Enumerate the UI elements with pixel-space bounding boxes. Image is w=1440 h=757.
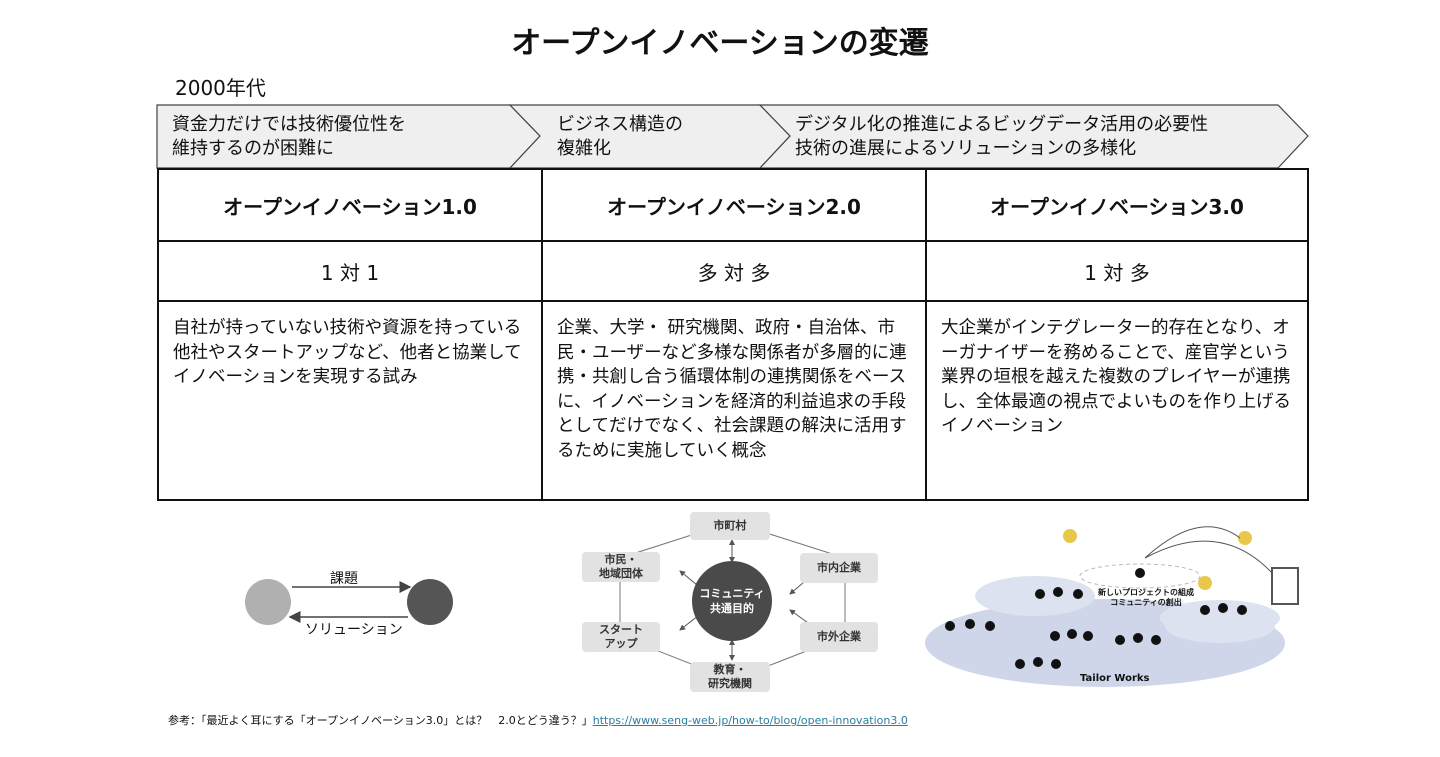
community-label-line2: 共通目的: [710, 602, 754, 615]
description-3: 大企業がインテグレーター的存在となり、オーガナイザーを務めることで、産官学という…: [925, 300, 1309, 501]
node-external-companies: 市外企業: [800, 622, 878, 652]
driver-1-line2: 維持するのが困難に: [172, 138, 334, 159]
driver-1: 資金力だけでは技術優位性を維持するのが困難に: [172, 113, 406, 161]
column-header-3: オープンイノベーション3.0: [925, 168, 1309, 242]
node-municipality: 市町村: [690, 512, 770, 540]
relation-2: 多 対 多: [541, 240, 927, 302]
driver-arrow-band: [156, 104, 1309, 169]
relation-3: 1 対 多: [925, 240, 1309, 302]
person-icons: [945, 568, 1247, 669]
comparison-table: オープンイノベーション1.0 オープンイノベーション2.0 オープンイノベーショ…: [157, 168, 1309, 501]
era-label: 2000年代: [175, 76, 266, 100]
solution-label: ソリューション: [305, 622, 403, 638]
driver-chevron-3: [758, 104, 1309, 169]
column-header-2: オープンイノベーション2.0: [541, 168, 927, 242]
driver-3-line2: 技術の進展によるソリューションの多様化: [795, 138, 1137, 159]
driver-2-line1: ビジネス構造の: [557, 114, 683, 135]
node-local-companies: 市内企業: [800, 553, 878, 583]
driver-2: ビジネス構造の複雑化: [557, 113, 683, 161]
driver-3: デジタル化の推進によるビッグデータ活用の必要性技術の進展によるソリューションの多…: [795, 113, 1208, 161]
column-header-1: オープンイノベーション1.0: [157, 168, 543, 242]
node-education-research: 教育・ 研究機関: [690, 662, 770, 692]
node-startups: スタート アップ: [582, 622, 660, 652]
driver-1-line1: 資金力だけでは技術優位性を: [172, 114, 406, 135]
relation-1: 1 対 1: [157, 240, 543, 302]
description-2: 企業、大学・ 研究機関、政府・自治体、市民・ユーザーなど多様な関係者が多層的に連…: [541, 300, 927, 501]
reference-footer: 参考：「最近よく耳にする「オープンイノベーション3.0」とは？ 2.0とどう違う…: [168, 712, 908, 728]
tailor-works-illustration: [925, 526, 1299, 687]
description-1: 自社が持っていない技術や資源を持っている他社やスタートアップなど、他者と協業して…: [157, 300, 543, 501]
community-label: コミュニティ共通目的: [692, 586, 772, 616]
partner-circle: [407, 579, 453, 625]
new-project-caption: 新しいプロジェクトの組成 コミュニティの創出: [1098, 588, 1194, 607]
driver-3-line1: デジタル化の推進によるビッグデータ活用の必要性: [795, 114, 1209, 135]
driver-2-line2: 複雑化: [557, 138, 611, 159]
reference-link[interactable]: https://www.seng-web.jp/how-to/blog/open…: [592, 714, 908, 727]
community-circle: [692, 561, 772, 641]
company-circle: [245, 579, 291, 625]
building-icon: [1271, 567, 1299, 605]
tailor-works-label: Tailor Works: [1080, 673, 1150, 684]
reference-text: 参考：「最近よく耳にする「オープンイノベーション3.0」とは？ 2.0とどう違う…: [168, 714, 593, 727]
node-citizens: 市民・ 地域団体: [582, 552, 660, 582]
issue-label: 課題: [330, 571, 358, 587]
page-title: オープンイノベーションの変遷: [511, 26, 929, 61]
community-label-line1: コミュニティ: [699, 587, 765, 600]
one-to-one-diagram: [245, 579, 453, 625]
